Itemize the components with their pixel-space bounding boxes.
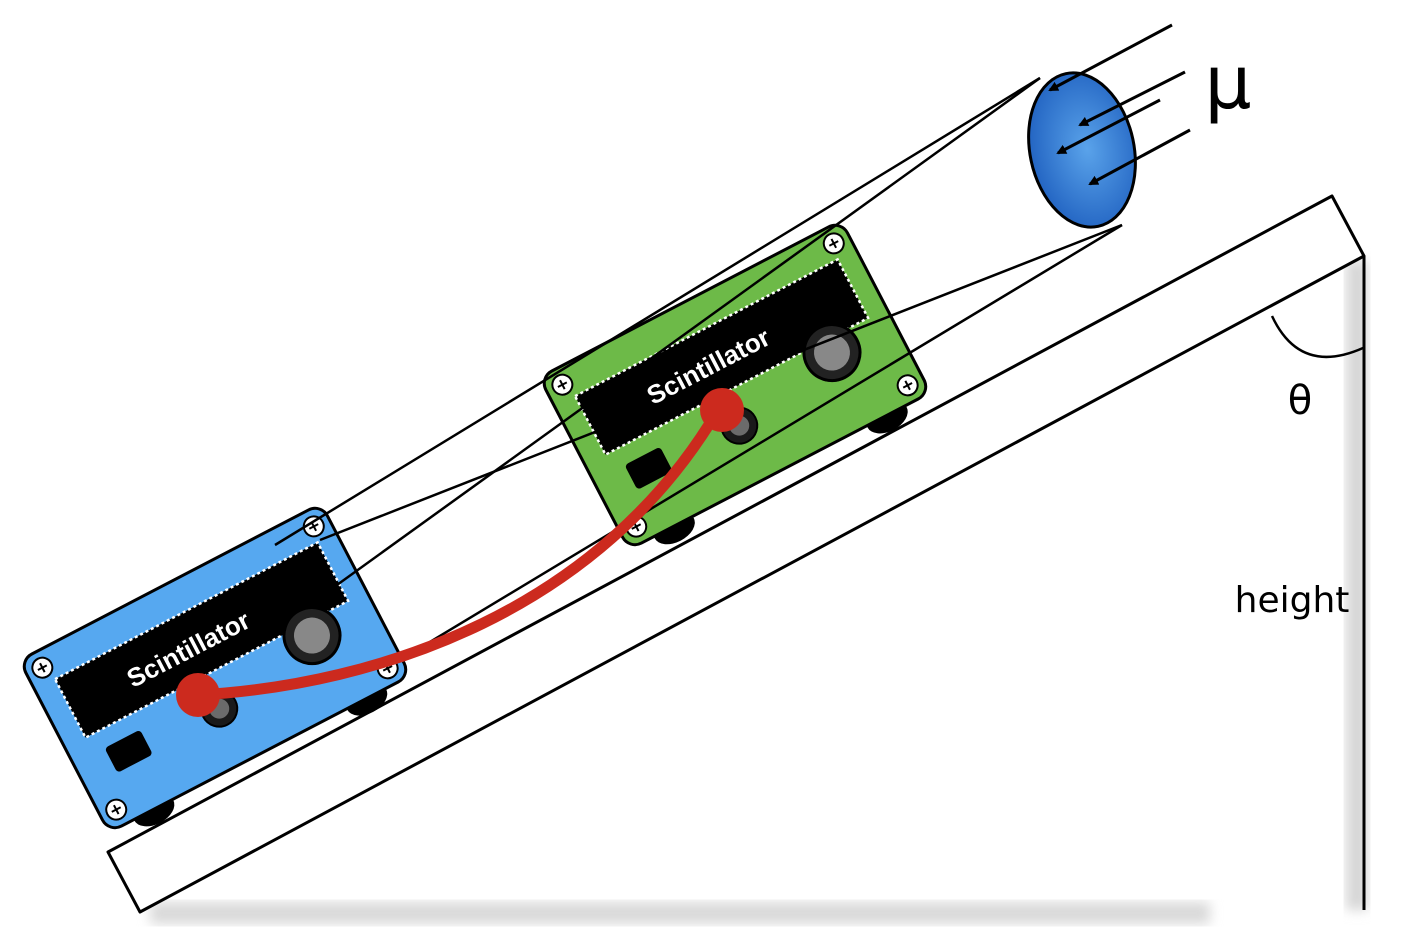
angle-arc (1270, 315, 1364, 359)
muon-arrow-icon (1056, 98, 1161, 155)
screw-icon (551, 373, 574, 396)
detector-bottom-scintillator-bar (53, 540, 350, 740)
detector-bottom-port (105, 731, 152, 772)
detector-top-port (625, 448, 672, 489)
muon-arrows (1048, 23, 1191, 186)
bnc-connector-icon (282, 606, 342, 666)
inclined-ramp (106, 194, 1366, 914)
cable-end-top (700, 388, 744, 432)
cable-end-bottom (176, 673, 220, 717)
muon-arrow-icon (1078, 70, 1186, 127)
screw-icon (302, 515, 325, 538)
detector-top-scintillator-bar (573, 257, 870, 457)
screw-icon (822, 232, 845, 255)
muon-arrow-icon (1048, 23, 1173, 92)
muon-label: μ (1204, 40, 1251, 126)
height-label: height (1235, 580, 1350, 621)
angle-label: θ (1288, 378, 1312, 424)
screw-icon (105, 798, 128, 821)
detector-bottom: Scintillator (22, 506, 408, 830)
floor-shadow (150, 902, 1210, 924)
muon-flux-disk (1027, 71, 1137, 229)
screw-icon (31, 656, 54, 679)
acceptance-cone (274, 76, 1123, 662)
screw-icon (896, 374, 919, 397)
muon-arrow-icon (1088, 128, 1191, 186)
coax-cable (176, 388, 744, 717)
